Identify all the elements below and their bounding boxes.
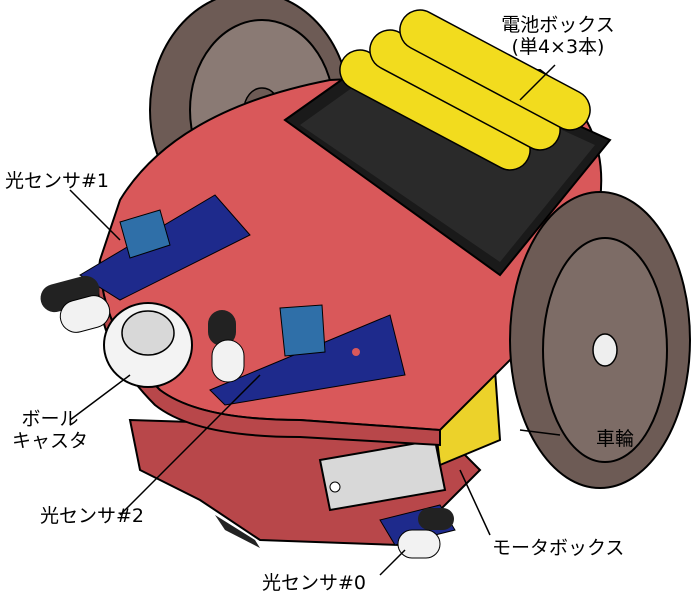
label-motor-box: モータボックス bbox=[492, 537, 625, 559]
label-battery-box: 電池ボックス (単4×3本) bbox=[488, 14, 628, 58]
battery-box bbox=[283, 9, 612, 277]
leader-battery-box bbox=[519, 64, 556, 101]
light-sensor-1 bbox=[40, 194, 251, 333]
label-light-sensor-2: 光センサ#2 bbox=[40, 505, 145, 527]
label-ball-caster-line2: キャスタ bbox=[11, 430, 88, 452]
label-ball-caster-line1: ボール bbox=[21, 408, 79, 430]
leader-sensor-0 bbox=[379, 549, 406, 576]
leader-sensor-2 bbox=[119, 374, 261, 516]
label-light-sensor-0: 光センサ#0 bbox=[262, 572, 367, 594]
front-wheel bbox=[509, 191, 691, 489]
light-sensor-0 bbox=[379, 504, 456, 559]
label-ball-caster: ボール キャスタ bbox=[10, 408, 90, 452]
light-sensor-2 bbox=[208, 304, 406, 406]
leader-wheel bbox=[519, 429, 561, 436]
label-light-sensor-1: 光センサ#1 bbox=[5, 170, 110, 192]
leader-lines bbox=[69, 64, 561, 576]
ball-caster bbox=[103, 302, 193, 388]
label-wheel: 車輪 bbox=[596, 428, 635, 450]
label-battery-box-line1: 電池ボックス bbox=[501, 14, 615, 36]
leader-sensor-1 bbox=[69, 189, 121, 241]
leader-motor-box bbox=[459, 469, 491, 536]
leader-ball-caster bbox=[69, 374, 131, 421]
label-battery-box-line2: (単4×3本) bbox=[511, 36, 605, 58]
